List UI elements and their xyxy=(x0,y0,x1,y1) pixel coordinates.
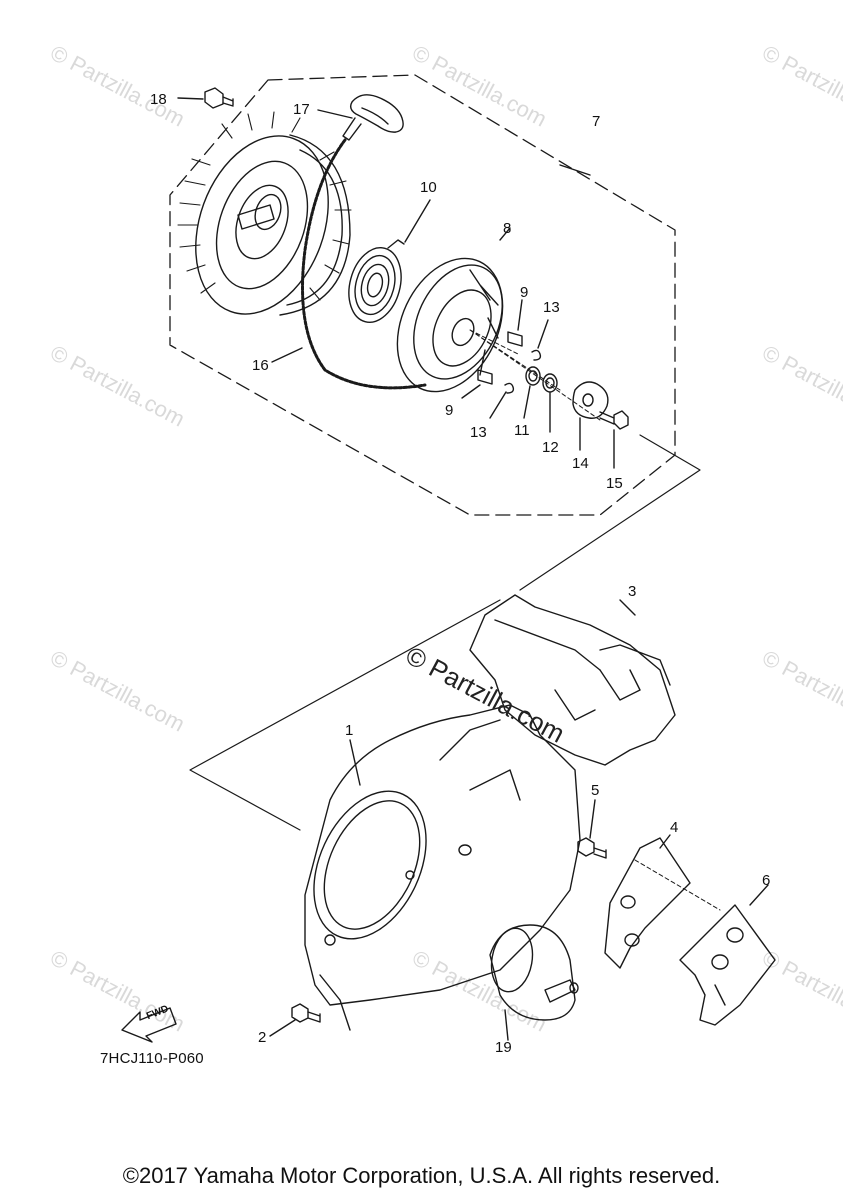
washer-11-icon xyxy=(523,366,541,419)
drive-plate-14-icon xyxy=(572,381,609,451)
ratchet-pawl-9b-icon xyxy=(461,369,493,399)
assembly-leader-lines xyxy=(189,434,701,831)
assembly-boundary xyxy=(169,74,676,516)
starter-rope-16-icon xyxy=(271,138,427,390)
callout-13b: 13 xyxy=(470,424,487,441)
callout-12: 12 xyxy=(542,439,559,456)
bolt-5-icon xyxy=(577,799,607,859)
callout-7: 7 xyxy=(592,113,601,130)
collar-12-icon xyxy=(542,373,558,433)
callout-11: 11 xyxy=(514,422,530,439)
upper-shroud-3-icon xyxy=(469,594,676,766)
starter-housing-7-icon xyxy=(177,111,591,316)
callout-17: 17 xyxy=(293,101,310,118)
housing-fins xyxy=(177,111,352,301)
plate-6-icon xyxy=(679,884,776,1026)
rope-pulley-8-icon xyxy=(396,227,511,393)
starter-handle-17-icon xyxy=(317,94,404,141)
fan-cover-1-icon xyxy=(304,704,581,1031)
return-spring-13b-icon xyxy=(489,382,515,419)
callout-13a: 13 xyxy=(543,299,560,316)
callout-15: 15 xyxy=(606,475,623,492)
recoil-spring-10-icon xyxy=(348,199,431,323)
callout-4: 4 xyxy=(670,819,679,836)
callout-2: 2 xyxy=(258,1029,267,1046)
return-spring-13a-icon xyxy=(531,319,549,361)
diagram-code: 7HCJ110-P060 xyxy=(100,1050,204,1067)
bolt-18-icon xyxy=(177,87,234,109)
callout-1: 1 xyxy=(345,722,354,739)
ratchet-pawl-9a-icon xyxy=(507,299,523,347)
callout-18: 18 xyxy=(150,91,167,108)
callout-5: 5 xyxy=(591,782,600,799)
callout-9b: 9 xyxy=(445,402,454,419)
callout-9a: 9 xyxy=(520,284,529,301)
callout-3: 3 xyxy=(628,583,637,600)
bolt-15-icon xyxy=(599,410,629,469)
callout-8: 8 xyxy=(503,220,512,237)
callout-6: 6 xyxy=(762,872,771,889)
callout-10: 10 xyxy=(420,179,437,196)
axis-lines xyxy=(469,329,601,421)
bracket-4-icon xyxy=(604,834,721,969)
fwd-arrow-icon xyxy=(121,1007,177,1043)
starter-cup-19-icon xyxy=(489,924,579,1041)
bolt-2-icon xyxy=(269,1003,321,1037)
callout-16: 16 xyxy=(252,357,269,374)
copyright-footer: ©2017 Yamaha Motor Corporation, U.S.A. A… xyxy=(122,1163,721,1188)
callout-14: 14 xyxy=(572,455,589,472)
callout-19: 19 xyxy=(495,1039,512,1056)
